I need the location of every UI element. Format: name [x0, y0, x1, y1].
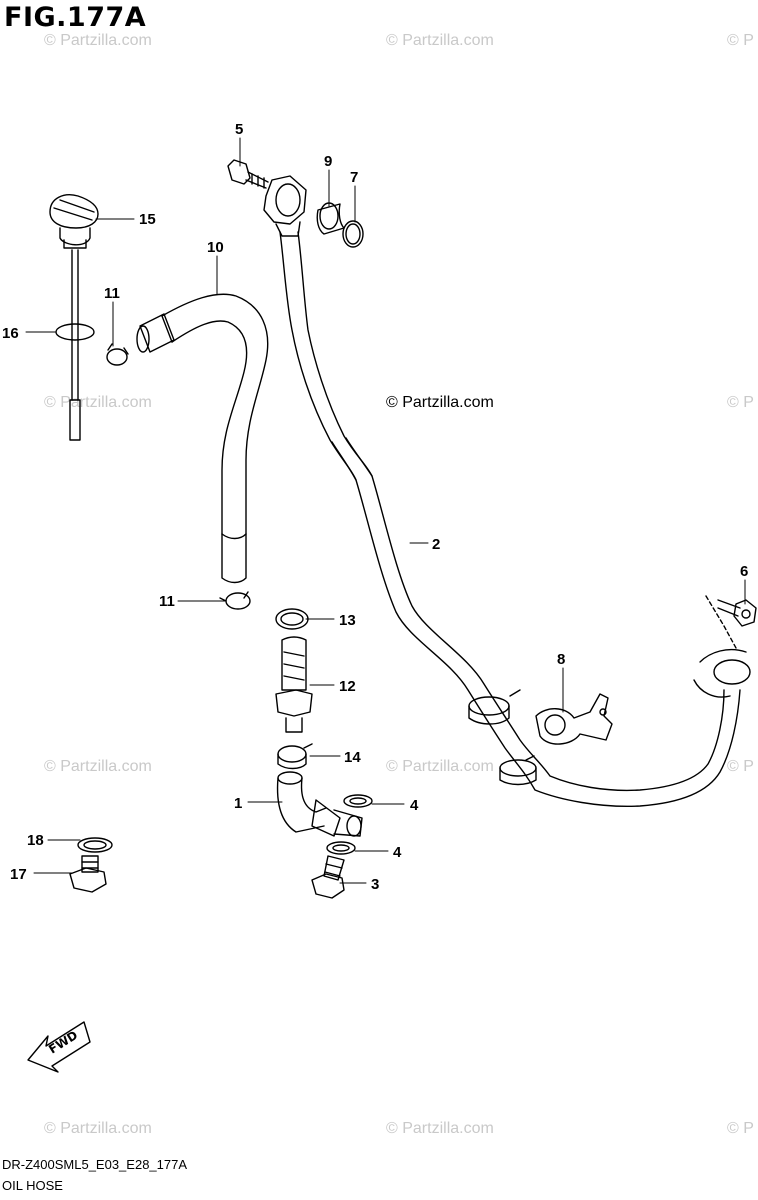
- elbow-hose-part-1[interactable]: [276, 771, 363, 837]
- leader-dashed: [705, 595, 737, 649]
- o-ring-part-7[interactable]: [342, 220, 364, 248]
- watermark: © Partzilla.com: [386, 1120, 494, 1137]
- callout-14: 14: [344, 749, 361, 766]
- bracket-part-8[interactable]: [535, 693, 613, 745]
- figure-name: OIL HOSE: [2, 1178, 63, 1193]
- clamp-part-14[interactable]: [277, 743, 313, 770]
- banjo-bolt-part-3[interactable]: [311, 855, 345, 899]
- callout-3: 3: [371, 876, 379, 893]
- watermark: © Partzilla.com: [386, 32, 494, 49]
- fitting-part-12[interactable]: [275, 636, 313, 733]
- callout-16: 16: [2, 325, 19, 342]
- callout-11-upper: 11: [104, 285, 120, 302]
- callout-10: 10: [207, 239, 224, 256]
- watermark-center: © Partzilla.com: [386, 394, 494, 411]
- bolt-part-5[interactable]: [227, 159, 269, 189]
- watermark: © Partzilla.com: [44, 32, 152, 49]
- callout-13: 13: [339, 612, 356, 629]
- watermark: © P: [727, 1120, 754, 1137]
- callout-15: 15: [139, 211, 156, 228]
- callout-9: 9: [324, 153, 332, 170]
- fwd-label: FWD: [46, 1028, 80, 1057]
- watermark: © Partzilla.com: [44, 758, 152, 775]
- callout-6: 6: [740, 563, 748, 580]
- o-ring-part-16[interactable]: [55, 323, 95, 341]
- sleeve-part-9[interactable]: [316, 202, 345, 235]
- callout-4-lower: 4: [393, 844, 402, 861]
- figure-code: DR-Z400SML5_E03_E28_177A: [2, 1157, 188, 1172]
- callout-8: 8: [557, 651, 565, 668]
- clip-part-11-upper[interactable]: [106, 343, 129, 366]
- washer-part-4-lower[interactable]: [326, 841, 356, 855]
- washer-part-4-upper[interactable]: [343, 794, 373, 808]
- watermark: © Partzilla.com: [44, 1120, 152, 1137]
- bolt-part-6[interactable]: [717, 599, 757, 627]
- callout-12: 12: [339, 678, 356, 695]
- callout-18: 18: [27, 832, 44, 849]
- watermark: © Partzilla.com: [386, 758, 494, 775]
- watermark: © Partzilla.com: [44, 394, 152, 411]
- callout-1: 1: [234, 795, 242, 812]
- callout-5: 5: [235, 121, 243, 138]
- dipstick-part-15[interactable]: [49, 194, 99, 441]
- callout-2: 2: [432, 536, 440, 553]
- leader-lines: [25, 137, 746, 884]
- watermark: © P: [727, 758, 754, 775]
- oil-hose-part-2[interactable]: [279, 231, 751, 808]
- fig-title: FIG.177A: [4, 2, 147, 33]
- callout-7: 7: [350, 169, 358, 186]
- callout-11-lower: 11: [159, 593, 175, 610]
- fwd-direction-arrow: FWD: [27, 1021, 91, 1073]
- callout-labels: 5 9 7 15 10 11 16 2 6 11 13 8 12 14 1 4 …: [2, 121, 748, 893]
- drain-bolt-part-17[interactable]: [69, 855, 107, 893]
- breather-hose-part-10[interactable]: [136, 293, 269, 584]
- watermark: © P: [727, 394, 754, 411]
- callout-4-upper: 4: [410, 797, 419, 814]
- gasket-part-18[interactable]: [77, 837, 113, 853]
- callout-17: 17: [10, 866, 27, 883]
- banjo-fitting[interactable]: [263, 175, 307, 237]
- watermark: © P: [727, 32, 754, 49]
